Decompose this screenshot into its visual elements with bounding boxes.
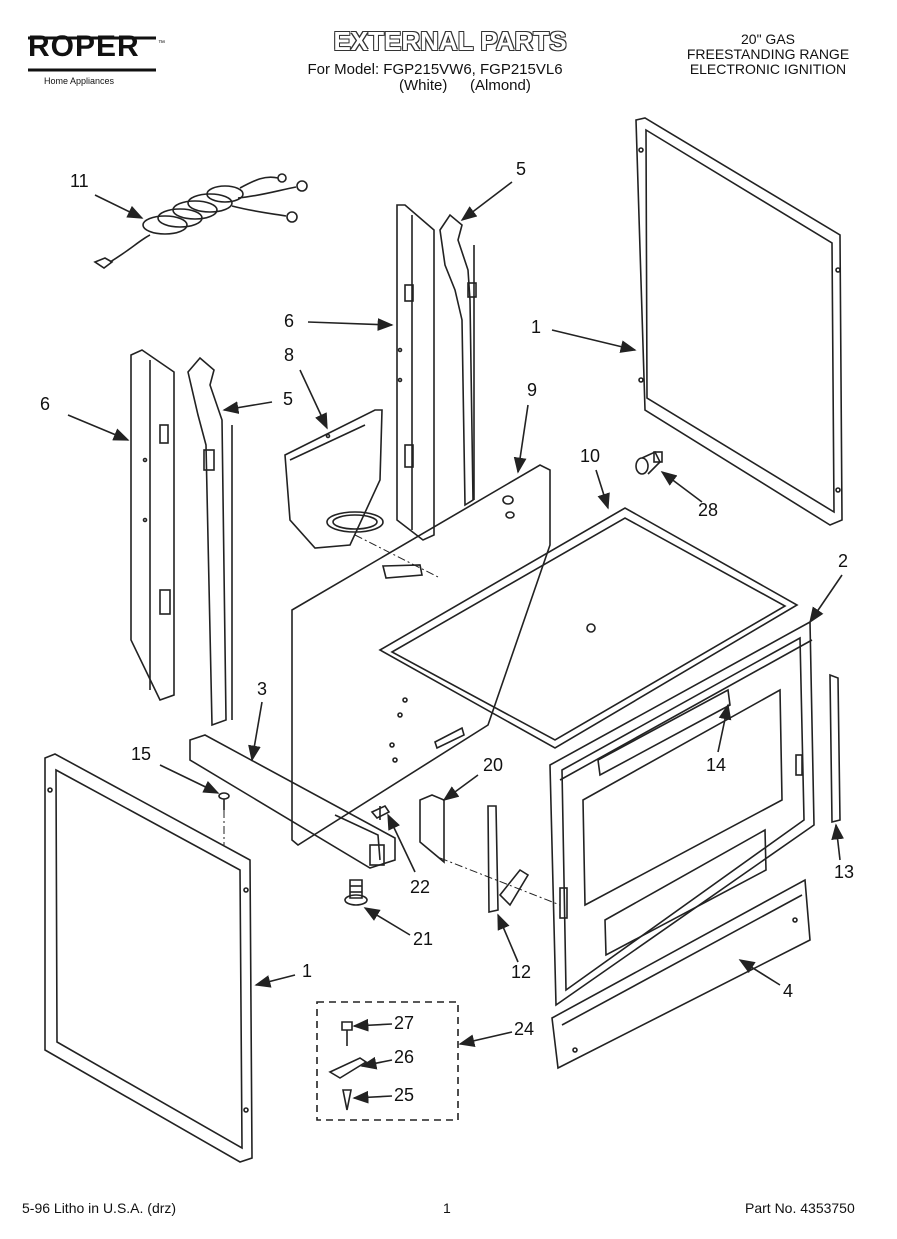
callout-14: 14 [706,755,727,775]
callout-11: 11 [70,171,89,191]
part-orifice-plug [635,450,663,475]
callout-6-upper: 6 [284,311,295,331]
product-line-type: FREESTANDING RANGE [686,46,850,62]
part-back-panel [291,464,551,846]
part-hinge-bracket [487,805,530,913]
part-shield-bracket [419,794,445,864]
callout-3: 3 [257,679,268,699]
callout-8: 8 [284,345,295,365]
brand-logo-frame [28,36,156,72]
part-power-cord [93,173,308,269]
brand-trademark: ™ [158,40,165,47]
part-screw [218,792,230,810]
brand-logo [28,34,156,74]
callout-21: 21 [413,929,434,949]
product-description: 20" GAS FREESTANDING RANGE ELECTRONIC IG… [668,32,868,77]
callout-10: 10 [580,446,601,466]
callout-25: 25 [394,1085,415,1105]
brand-subtitle: Home Appliances [44,76,115,86]
callout-1-lower: 1 [302,961,313,981]
part-leveling-leg [344,879,368,906]
callout-9: 9 [527,380,538,400]
callout-26: 26 [394,1047,415,1067]
part-side-panel-right [635,117,843,526]
assembly-lines [223,534,561,906]
callout-28: 28 [698,500,719,520]
callout-5-left: 5 [283,389,294,409]
part-top-pan [378,507,799,749]
part-wing-clip [370,804,391,820]
part-side-rail-upper [396,204,435,541]
product-line-size: 20" GAS [741,31,795,47]
part-side-panel-left [44,753,253,1163]
callout-5-upper: 5 [516,159,527,179]
callout-15: 15 [131,744,152,764]
part-bottom-rear-rail [189,734,396,869]
model-color-white: (White) [399,77,448,94]
callout-12: 12 [511,962,532,982]
page-title: EXTERNAL PARTS [333,26,567,56]
page-number: 1 [443,1200,451,1216]
part-front-frame [549,620,815,1007]
part-vertical-bracket-left [187,356,233,727]
callout-24: 24 [514,1019,535,1039]
callout-27: 27 [394,1013,415,1033]
brand-name: ROPER [28,30,140,63]
part-vertical-bracket-upper [439,213,477,507]
callout-2: 2 [838,551,849,571]
part-side-trim-strip [829,673,841,824]
part-burner-box [284,409,384,549]
footer-print-info: 5-96 Litho in U.S.A. (drz) [22,1200,177,1216]
leader-lines [67,181,844,1104]
callout-20: 20 [483,755,504,775]
callout-4: 4 [783,981,794,1001]
model-line: For Model: FGP215VW6, FGP215VL6 [307,61,563,78]
callout-6-left: 6 [40,394,51,414]
model-color-almond: (Almond) [470,77,531,94]
part-side-rail-left [130,349,175,701]
part-number: Part No. 4353750 [745,1200,855,1216]
callout-13: 13 [834,862,855,882]
product-line-ignition: ELECTRONIC IGNITION [689,61,847,77]
callout-22: 22 [410,877,431,897]
callout-1-upper: 1 [531,317,542,337]
part-kickplate [551,878,811,1070]
